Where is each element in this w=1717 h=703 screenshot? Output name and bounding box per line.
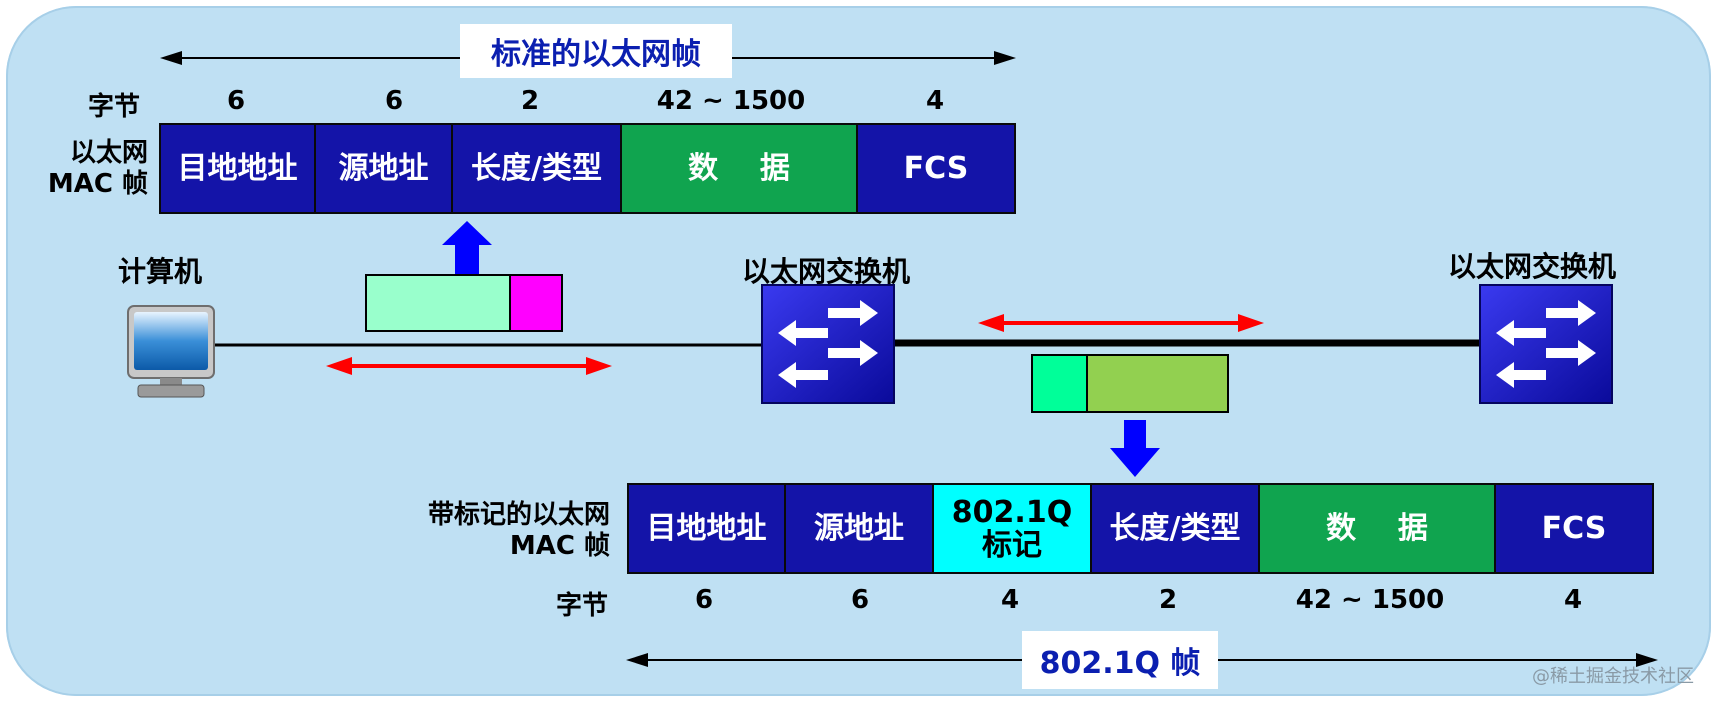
tagged-frame-label: 带标记的以太网 MAC 帧 bbox=[386, 500, 610, 562]
untagged-frame-packet bbox=[365, 274, 563, 332]
field-source-address: 源地址 bbox=[314, 123, 453, 214]
field-data: 数 据 bbox=[1258, 483, 1496, 574]
bytes-label: 字节 bbox=[556, 591, 609, 621]
switch-icon bbox=[1479, 284, 1613, 404]
field-bytes: 2 bbox=[520, 86, 540, 116]
field-bytes: 4 bbox=[1000, 585, 1020, 615]
field-fcs: FCS bbox=[856, 123, 1016, 214]
bytes-label: 字节 bbox=[88, 92, 141, 122]
blue-up-arrow bbox=[442, 221, 492, 274]
field-bytes: 42 ~ 1500 bbox=[656, 86, 806, 116]
red-bidirectional-arrow-right bbox=[978, 314, 1264, 332]
switch2-label: 以太网交换机 bbox=[1448, 250, 1617, 283]
field-source-address: 源地址 bbox=[784, 483, 934, 574]
red-bidirectional-arrow-left bbox=[326, 357, 612, 375]
switch-icon bbox=[761, 284, 895, 404]
field-bytes: 2 bbox=[1158, 585, 1178, 615]
blue-down-arrow bbox=[1110, 420, 1160, 477]
field-fcs: FCS bbox=[1494, 483, 1654, 574]
frame-label-line: 以太网 bbox=[69, 138, 148, 168]
computer-label: 计算机 bbox=[118, 255, 203, 288]
frame-label-line: MAC 帧 bbox=[509, 531, 610, 562]
field-bytes: 4 bbox=[1563, 585, 1583, 615]
field-destination-address: 目地地址 bbox=[159, 123, 316, 214]
watermark: @稀土掘金技术社区 bbox=[1532, 666, 1694, 687]
computer-icon bbox=[127, 305, 215, 398]
frame-label-line: MAC 帧 bbox=[47, 169, 148, 200]
field-bytes: 42 ~ 1500 bbox=[1295, 585, 1445, 615]
frame-label-line: 带标记的以太网 bbox=[427, 500, 610, 530]
field-length-type: 长度/类型 bbox=[1090, 483, 1260, 574]
field-bytes: 6 bbox=[226, 86, 246, 116]
field-bytes: 6 bbox=[694, 585, 714, 615]
field-data: 数 据 bbox=[620, 123, 858, 214]
field-length-type: 长度/类型 bbox=[451, 123, 622, 214]
switch1-label: 以太网交换机 bbox=[742, 255, 911, 288]
field-destination-address: 目地地址 bbox=[627, 483, 786, 574]
field-bytes: 4 bbox=[925, 86, 945, 116]
tagged-frame-packet bbox=[1031, 354, 1229, 413]
field-8021q-tag: 802.1Q 标记 bbox=[932, 483, 1092, 574]
standard-frame-title: 标准的以太网帧 bbox=[460, 24, 732, 78]
tagged-frame-title: 802.1Q 帧 bbox=[1022, 631, 1218, 689]
standard-frame-label: 以太网 MAC 帧 bbox=[30, 138, 148, 200]
field-bytes: 6 bbox=[850, 585, 870, 615]
field-bytes: 6 bbox=[384, 86, 404, 116]
